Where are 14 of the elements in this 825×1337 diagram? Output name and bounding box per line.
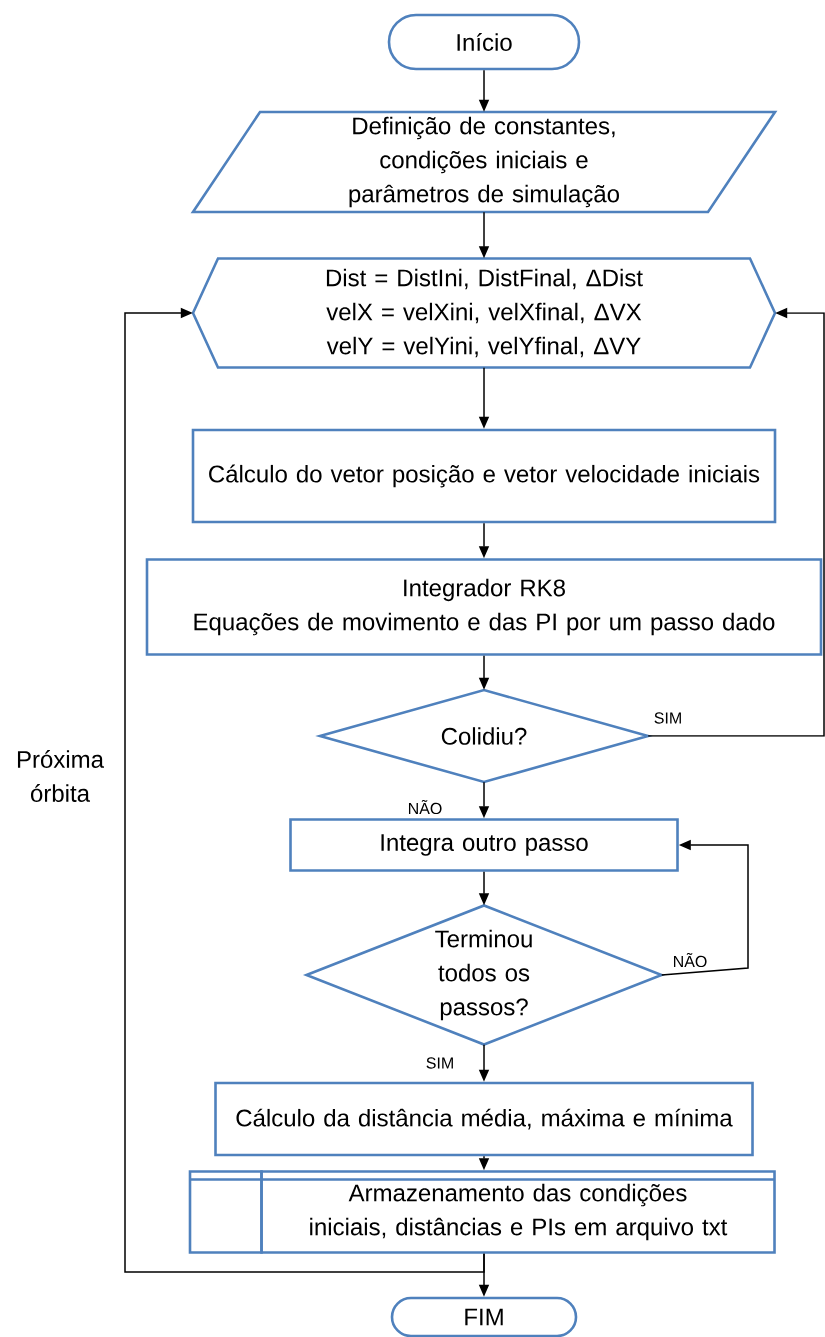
edge-label: NÃO (406, 798, 444, 816)
process-box: Integrador RK8 Equações de movimento e das PI por um passo dado (145, 558, 823, 656)
loop-hexagon: Dist = DistIni, DistFinal, ΔDist velX = velXini, velXfinal, ΔVX velY = velYini, velYfinal, ΔVY (191, 257, 777, 369)
edge-label: Próxima órbita (4, 749, 116, 803)
edge-label: NÃO (671, 951, 709, 969)
start-terminal: Início (387, 13, 581, 71)
edge-label: SIM (652, 711, 684, 725)
end-terminal: FIM (390, 1296, 578, 1337)
process-box: Integra outro passo (289, 818, 679, 872)
predefined-process-box: Armazenamento das condições iniciais, distâncias e PIs em arquivo txt (188, 1170, 776, 1254)
edge-label: SIM (424, 1056, 456, 1070)
arrow (124, 307, 485, 1273)
process-box: Cálculo da distância média, máxima e mínima (214, 1081, 754, 1157)
process-box: Cálculo do vetor posição e vetor velocidade iniciais (191, 428, 777, 524)
